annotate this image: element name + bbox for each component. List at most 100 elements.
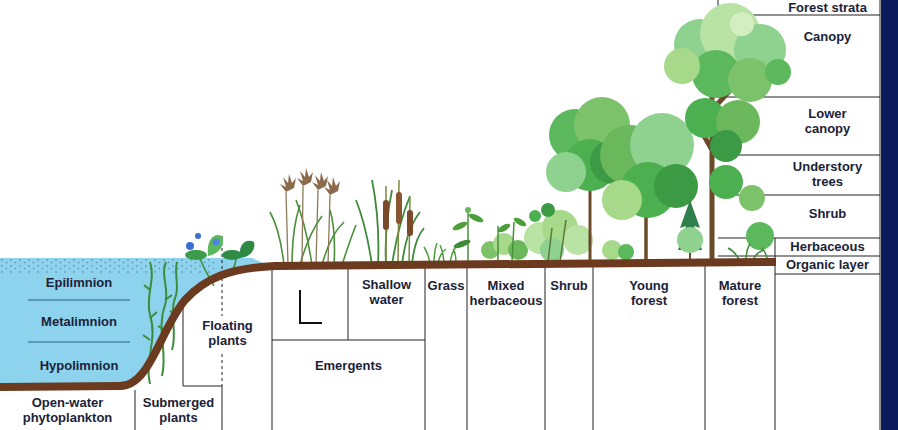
emergent-reeds bbox=[280, 168, 344, 195]
cattails bbox=[372, 180, 378, 265]
young-trees bbox=[618, 244, 634, 260]
lake-water bbox=[0, 258, 270, 387]
soil-line bbox=[0, 262, 776, 387]
zone-label: Mixed herbaceous bbox=[468, 278, 544, 308]
emergent-reeds bbox=[342, 225, 356, 265]
cattails bbox=[407, 210, 413, 236]
layer-label: Forest strata bbox=[775, 0, 880, 15]
mature-tree bbox=[710, 130, 742, 162]
mixed-herbaceous-plants bbox=[451, 207, 528, 262]
slide-frame bbox=[881, 0, 898, 430]
lake-water bbox=[28, 300, 130, 301]
emergent-reeds bbox=[296, 200, 312, 265]
zone-label: Canopy bbox=[804, 29, 852, 44]
emergent-reeds bbox=[270, 212, 284, 265]
table-grid bbox=[425, 265, 426, 430]
lake-water bbox=[0, 258, 270, 387]
zone-label: Mature forest bbox=[709, 278, 771, 308]
zone-cell: Emergents bbox=[272, 340, 425, 430]
young-trees bbox=[654, 164, 698, 208]
emergent-reeds bbox=[312, 172, 332, 190]
floating-plants bbox=[195, 233, 201, 239]
floating-plants bbox=[240, 241, 255, 258]
zone-cell: Understory trees bbox=[775, 155, 880, 195]
cattails bbox=[356, 180, 424, 265]
cattails bbox=[356, 180, 424, 265]
mixed-herbaceous-plants bbox=[467, 212, 469, 262]
floating-plants bbox=[186, 242, 194, 250]
zone-cell: Shrub bbox=[545, 264, 593, 430]
layer-label: Hypolimnion bbox=[20, 358, 138, 373]
table-grid bbox=[718, 256, 880, 257]
mixed-herbaceous-plants bbox=[467, 212, 484, 224]
pen-mark bbox=[300, 290, 322, 323]
emergent-reeds bbox=[324, 177, 344, 195]
floating-plants bbox=[213, 239, 220, 246]
zone-label: Submerged plants bbox=[137, 395, 220, 425]
submerged-plants bbox=[162, 262, 167, 376]
zone-label: Emergents bbox=[315, 358, 382, 373]
cattails bbox=[412, 228, 424, 265]
cattails bbox=[396, 192, 402, 224]
mixed-herbaceous-plants bbox=[496, 222, 511, 234]
table-grid bbox=[222, 354, 223, 386]
mature-tree bbox=[709, 165, 743, 199]
table-grid bbox=[272, 340, 425, 341]
table-grid bbox=[348, 267, 349, 340]
zone-cell: Mixed herbaceous bbox=[467, 264, 545, 430]
mixed-herbaceous-plants bbox=[453, 238, 472, 250]
table-grid bbox=[183, 302, 184, 386]
mature-tree bbox=[664, 48, 700, 84]
emergent-reeds bbox=[280, 174, 300, 192]
zone-cell: Herbaceous bbox=[775, 238, 880, 256]
emergent-reeds bbox=[302, 186, 303, 265]
table-grid bbox=[183, 386, 222, 387]
emergent-reeds bbox=[286, 186, 330, 265]
emergent-reeds bbox=[292, 205, 300, 265]
zone-cell: Canopy bbox=[775, 15, 880, 97]
zone-label: Shrub bbox=[550, 278, 588, 293]
emergent-reeds bbox=[316, 190, 318, 265]
shrubs bbox=[524, 203, 593, 262]
zone-cell: Floating plants bbox=[185, 318, 270, 358]
table-grid bbox=[593, 264, 594, 430]
mixed-herbaceous-plants bbox=[512, 216, 527, 228]
mixed-herbaceous-plants bbox=[451, 220, 468, 232]
zone-cell: Lower canopy bbox=[775, 97, 880, 155]
zone-cell: Open-water phytoplankton bbox=[0, 393, 135, 430]
cattails bbox=[356, 200, 372, 265]
table-grid bbox=[775, 238, 776, 430]
zone-cell: Shallow water bbox=[348, 267, 425, 340]
shrubs bbox=[548, 220, 566, 262]
zone-label: Understory trees bbox=[783, 159, 872, 189]
cattails bbox=[383, 200, 389, 230]
emergent-reeds bbox=[270, 168, 356, 265]
zone-cell: Grass bbox=[425, 264, 467, 430]
mature-tree bbox=[739, 185, 765, 211]
emergent-reeds bbox=[330, 210, 335, 265]
mixed-herbaceous-plants bbox=[465, 207, 471, 213]
zone-cell: Young forest bbox=[593, 264, 705, 430]
cattails bbox=[386, 180, 410, 265]
zone-label: Shrub bbox=[809, 206, 847, 221]
floating-plants bbox=[222, 250, 242, 260]
young-trees bbox=[602, 180, 642, 220]
floating-plants bbox=[185, 250, 207, 260]
table-grid bbox=[718, 155, 880, 156]
table-grid bbox=[222, 386, 223, 430]
mature-tree bbox=[664, 3, 791, 262]
zone-label: Organic layer bbox=[786, 257, 869, 272]
table-grid bbox=[775, 274, 880, 275]
mature-tree bbox=[730, 12, 754, 36]
floating-plants bbox=[208, 235, 223, 256]
grass-plants bbox=[424, 243, 456, 263]
mature-tree bbox=[746, 222, 774, 250]
lake-water bbox=[0, 259, 215, 273]
emergent-reeds bbox=[328, 195, 330, 265]
mature-tree bbox=[677, 227, 703, 253]
zone-label: Shallow water bbox=[352, 277, 421, 307]
table-grid bbox=[272, 267, 273, 430]
